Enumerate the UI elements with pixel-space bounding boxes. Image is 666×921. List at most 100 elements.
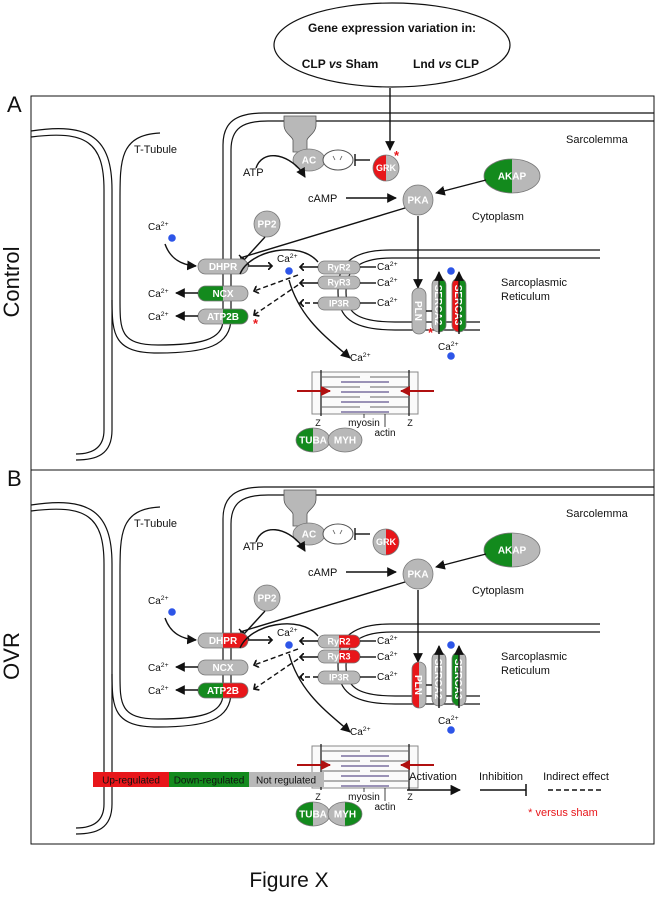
myosin-label: myosin bbox=[348, 418, 380, 429]
t-tubule-outer bbox=[30, 128, 113, 461]
ryr3-node: RyR3 bbox=[317, 649, 361, 664]
ryr2-label: RyR2 bbox=[327, 263, 350, 273]
dhpr-label: DHPR bbox=[209, 262, 238, 273]
tuba-node: TUBA bbox=[295, 801, 331, 827]
g-protein-subunit-mark bbox=[332, 155, 343, 161]
calcium-ion-icon bbox=[168, 234, 176, 242]
ncx-label: NCX bbox=[212, 289, 233, 300]
panel-control: AControlβ1-ART-TubuleSarcolemmaCytoplasm… bbox=[0, 88, 655, 471]
tuba-label: TUBA bbox=[299, 810, 327, 821]
t-tubule-outer-inner bbox=[30, 508, 105, 829]
calcium-ip3r-label: Ca2+ bbox=[377, 297, 398, 309]
calcium-ncx-label: Ca2+ bbox=[148, 662, 169, 674]
pka-to-dhpr-line bbox=[239, 581, 406, 633]
sarcomere-box bbox=[311, 371, 419, 415]
ryr3-label: RyR3 bbox=[327, 278, 350, 288]
pka-to-dhpr-line bbox=[239, 207, 406, 259]
legend: Up-regulated Down-regulated Not regulate… bbox=[93, 771, 609, 819]
pka-node: PKA bbox=[402, 558, 434, 590]
ryr3-node: RyR3 bbox=[317, 275, 361, 290]
sarcolemma-inner bbox=[111, 494, 654, 728]
tuba-node: TUBA bbox=[295, 427, 331, 453]
calcium-cytosol-label: Ca2+ bbox=[277, 253, 298, 265]
serca3-label: SERCA3 bbox=[452, 659, 463, 700]
pka-label: PKA bbox=[407, 570, 428, 581]
grk-node: GRK bbox=[372, 154, 400, 182]
serca2-label: SERCA2 bbox=[432, 285, 443, 326]
akap-node: AKAP bbox=[483, 532, 541, 568]
versus-sham-star: * bbox=[428, 325, 434, 340]
sarcolemma-label: Sarcolemma bbox=[566, 134, 629, 146]
grk-label: GRK bbox=[376, 537, 397, 547]
sr-label-line2: Reticulum bbox=[501, 291, 550, 303]
legend-none-swatch bbox=[249, 772, 324, 787]
header-right-comparison: Lnd vs CLP bbox=[413, 57, 479, 71]
ac-label: AC bbox=[302, 530, 316, 541]
legend-none-label: Not regulated bbox=[256, 776, 316, 787]
calcium-atp2b-label: Ca2+ bbox=[148, 311, 169, 323]
calcium-ion-icon bbox=[285, 267, 293, 275]
beta-adrenergic-receptor-icon bbox=[283, 489, 317, 527]
calcium-ryr3-label: Ca2+ bbox=[377, 277, 398, 289]
t-tubule-label: T-Tubule bbox=[134, 518, 177, 530]
serca3-label: SERCA3 bbox=[452, 285, 463, 326]
ip3r-node: IP3R bbox=[317, 670, 361, 685]
versus-sham-star: * bbox=[394, 148, 400, 163]
legend-activation-label: Activation bbox=[409, 771, 457, 783]
myh-label: MYH bbox=[334, 436, 356, 447]
legend-up-swatch bbox=[93, 772, 169, 787]
z-label-right: Z bbox=[407, 418, 413, 428]
header-ellipse-group: Gene expression variation in: CLP vs Sha… bbox=[273, 2, 511, 88]
grk-node: GRK bbox=[372, 528, 400, 556]
sarcolemma-outer bbox=[119, 112, 654, 346]
calcium-ion-icon bbox=[168, 608, 176, 616]
pka-node: PKA bbox=[402, 184, 434, 216]
ca-into-dhpr-arrow bbox=[164, 243, 197, 271]
camp-label: cAMP bbox=[308, 567, 337, 579]
atp-to-camp-arrow bbox=[255, 154, 306, 178]
pp2-label: PP2 bbox=[258, 220, 277, 231]
dhpr-label: DHPR bbox=[209, 636, 238, 647]
akap-to-pka-arrow bbox=[435, 179, 487, 196]
pp2-label: PP2 bbox=[258, 594, 277, 605]
serca2-label: SERCA2 bbox=[432, 659, 443, 700]
calcium-sarcomere-label: Ca2+ bbox=[350, 726, 371, 738]
beta-adrenergic-receptor-icon bbox=[283, 115, 317, 153]
cytoplasm-label: Cytoplasm bbox=[472, 211, 524, 223]
atp2b-label: ATP2B bbox=[207, 686, 239, 697]
panel-letter: B bbox=[7, 466, 22, 491]
legend-versus-sham: * versus sham bbox=[528, 807, 598, 819]
pln-node: PLN bbox=[411, 661, 427, 709]
calcium-serca-label: Ca2+ bbox=[438, 715, 459, 727]
pln-node: PLN bbox=[411, 287, 427, 335]
sr-membrane-inner bbox=[345, 257, 600, 323]
ryr3-label: RyR3 bbox=[327, 652, 350, 662]
legend-indirect-label: Indirect effect bbox=[543, 771, 609, 783]
pka-label: PKA bbox=[407, 196, 428, 207]
dhpr-ryr-coupling bbox=[239, 623, 319, 649]
sr-membrane-outer bbox=[337, 249, 600, 331]
myh-label: MYH bbox=[334, 810, 356, 821]
actin-label: actin bbox=[374, 802, 395, 813]
calcium-ryr2-label: Ca2+ bbox=[377, 261, 398, 273]
ncx-node: NCX bbox=[197, 285, 249, 302]
t-tubule-label: T-Tubule bbox=[134, 144, 177, 156]
calcium-serca-label: Ca2+ bbox=[438, 341, 459, 353]
atp2b-label: ATP2B bbox=[207, 312, 239, 323]
myh-node: MYH bbox=[327, 801, 363, 827]
calcium-ion-icon bbox=[285, 641, 293, 649]
calcium-ip3r-label: Ca2+ bbox=[377, 671, 398, 683]
myosin-label: myosin bbox=[348, 792, 380, 803]
akap-node: AKAP bbox=[483, 158, 541, 194]
cytoplasm-label: Cytoplasm bbox=[472, 585, 524, 597]
atp-label: ATP bbox=[243, 541, 264, 553]
g-protein-icon bbox=[322, 523, 354, 545]
atp2b-node: ATP2B bbox=[197, 308, 249, 325]
pln-label: PLN bbox=[412, 675, 423, 695]
ryr2-node: RyR2 bbox=[317, 260, 361, 275]
versus-sham-star: * bbox=[253, 316, 259, 331]
akap-label: AKAP bbox=[498, 546, 527, 557]
